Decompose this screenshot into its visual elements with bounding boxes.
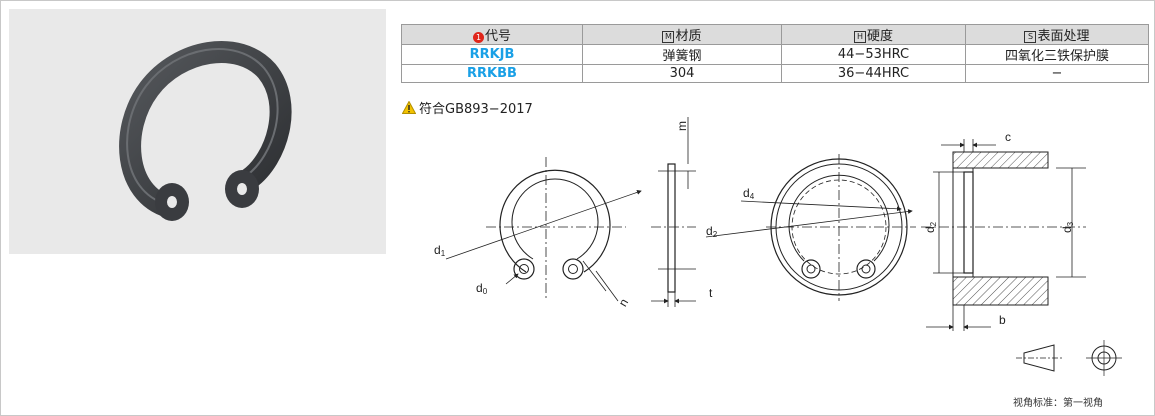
row-code[interactable]: RRKBB xyxy=(401,64,583,83)
row-material: 弹簧钢 xyxy=(582,44,782,65)
table-row: RRKJB 弹簧钢 44−53HRC 四氧化三铁保护膜 xyxy=(401,44,1149,65)
installed-front-view xyxy=(705,154,916,301)
dim-c: c xyxy=(1005,130,1011,144)
dim-m: m xyxy=(675,121,689,131)
row-code[interactable]: RRKJB xyxy=(401,44,583,65)
standard-note-text: 符合GB893−2017 xyxy=(419,102,533,117)
row-hardness: 44−53HRC xyxy=(781,44,966,65)
view-standard-label: 视角标准：第一视角 xyxy=(1013,398,1103,409)
badge-s: S xyxy=(1024,31,1037,43)
dim-d0: d0 xyxy=(476,281,488,296)
technical-drawing: d1 d0 n m t xyxy=(434,117,1122,376)
section-view xyxy=(921,139,1086,331)
header-surface-label: 表面处理 xyxy=(1037,29,1090,44)
row-material: 304 xyxy=(582,64,782,83)
table-row: RRKBB 304 36−44HRC − xyxy=(401,64,1149,83)
first-angle-projection-icon xyxy=(1016,340,1122,376)
dim-d4: d4 xyxy=(743,186,755,201)
row-hardness: 36−44HRC xyxy=(781,64,966,83)
dim-d3: d3 xyxy=(1060,221,1075,233)
circlip-front-view xyxy=(445,157,642,302)
dim-t: t xyxy=(709,286,713,300)
dim-d2: d2 xyxy=(706,224,718,239)
badge-1: 1 xyxy=(472,32,484,43)
dim-b: b xyxy=(999,313,1006,327)
circlip-image xyxy=(119,41,292,221)
header-material-label: 材质 xyxy=(675,29,702,44)
product-photo xyxy=(9,9,386,254)
row-surface: 四氧化三铁保护膜 xyxy=(965,44,1149,65)
header-hardness-label: 硬度 xyxy=(866,29,893,44)
standard-note: 符合GB893−2017 xyxy=(402,98,533,117)
warning-icon xyxy=(402,101,416,114)
circlip-side-view xyxy=(651,117,696,307)
header-code-label: 代号 xyxy=(484,29,511,44)
row-surface: − xyxy=(965,64,1149,83)
dim-n: n xyxy=(616,296,631,309)
dim-d2-vertical: d2 xyxy=(923,221,938,233)
badge-h: H xyxy=(853,31,866,43)
dim-d1: d1 xyxy=(434,243,446,258)
badge-m: M xyxy=(662,31,675,43)
